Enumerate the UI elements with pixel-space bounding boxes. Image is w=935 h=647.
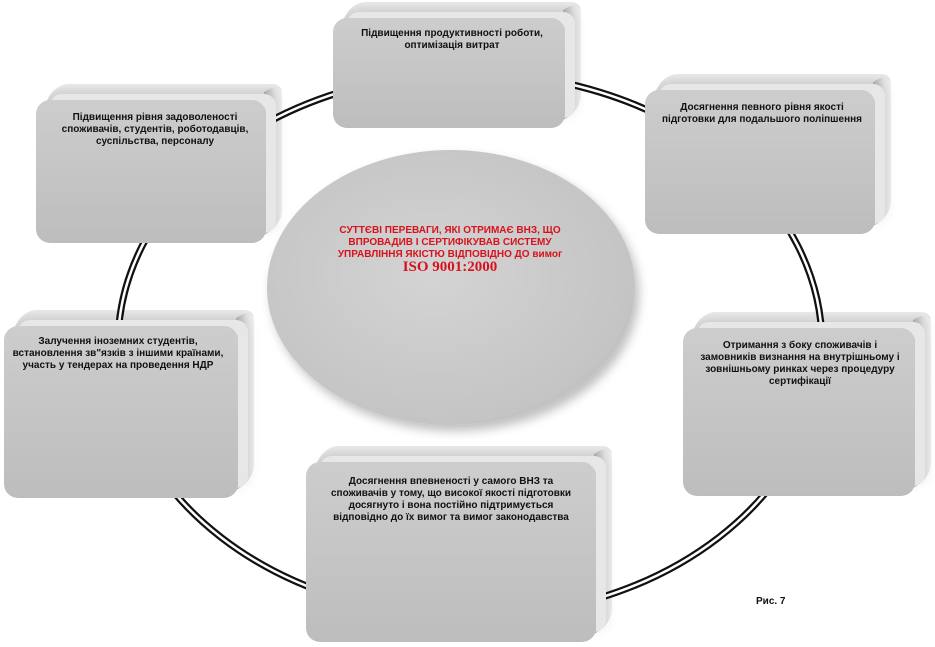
benefit-box-left-top: Підвищення рівня задоволеності споживачі… — [36, 100, 266, 243]
benefit-text-right-bottom: Отримання з боку споживачів і замовників… — [700, 340, 900, 387]
central-ellipse — [267, 150, 635, 425]
benefit-box-top: Підвищення продуктивності роботи, оптимі… — [333, 18, 565, 128]
central-title: СУТТЄВІ ПЕРЕВАГИ, ЯКІ ОТРИМАЄ ВНЗ, ЩО ВП… — [325, 225, 575, 275]
benefit-box-left-bottom: Залучення іноземних студентів, встановле… — [4, 326, 238, 498]
benefit-text-left-bottom: Залучення іноземних студентів, встановле… — [12, 336, 224, 371]
benefit-text-right-top: Досягнення певного рівня якості підготов… — [662, 102, 862, 125]
benefit-box-bottom: Досягнення впевненості у самого ВНЗ та с… — [306, 462, 596, 642]
iso-standard-label: ISO 9001:2000 — [402, 259, 498, 275]
benefit-box-right-bottom: Отримання з боку споживачів і замовників… — [683, 328, 915, 496]
central-title-text: СУТТЄВІ ПЕРЕВАГИ, ЯКІ ОТРИМАЄ ВНЗ, ЩО ВП… — [337, 225, 563, 260]
benefit-text-left-top: Підвищення рівня задоволеності споживачі… — [61, 112, 249, 147]
figure-caption: Рис. 7 — [756, 596, 786, 607]
benefit-text-top: Підвищення продуктивності роботи, оптимі… — [361, 28, 543, 51]
benefit-text-bottom: Досягнення впевненості у самого ВНЗ та с… — [330, 476, 572, 523]
benefit-box-right-top: Досягнення певного рівня якості підготов… — [645, 90, 875, 234]
